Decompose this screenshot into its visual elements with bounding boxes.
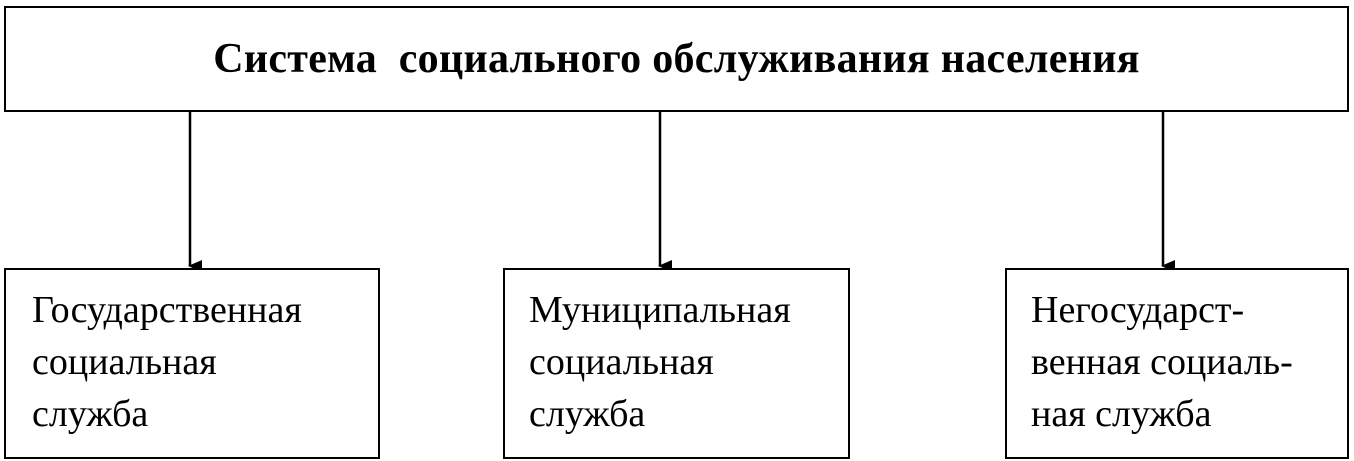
root-node: Система социального обслуживания населен… xyxy=(4,6,1349,112)
nonstate-social-service-node: Негосударст- венная социаль- ная служба xyxy=(1005,268,1349,459)
node-text-line: Негосударст- xyxy=(1031,289,1245,331)
municipal-social-service-node: Муниципальная социальная служба xyxy=(503,268,850,459)
node-text-line: социальная xyxy=(32,341,217,383)
node-text-line: служба xyxy=(32,393,149,435)
root-node-title: Система социального обслуживания населен… xyxy=(213,36,1140,82)
node-text-line: Государственная xyxy=(32,289,302,331)
node-text-line: ная служба xyxy=(1031,393,1212,435)
node-text-line: служба xyxy=(529,393,646,435)
node-text-line: венная социаль- xyxy=(1031,341,1293,383)
state-social-service-node: Государственная социальная служба xyxy=(4,268,380,459)
node-text-line: социальная xyxy=(529,341,714,383)
node-text-line: Муниципальная xyxy=(529,289,791,331)
